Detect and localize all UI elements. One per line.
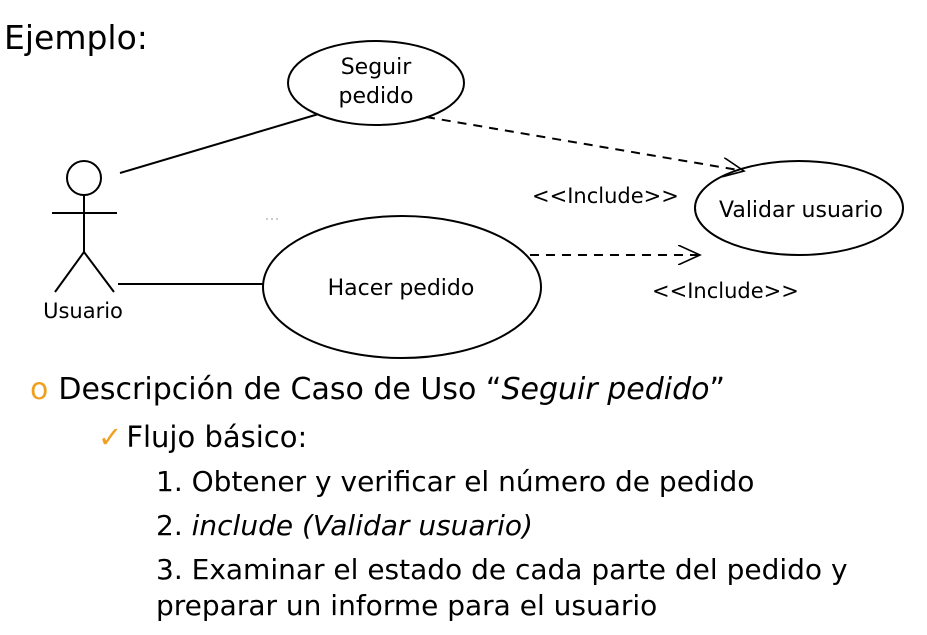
step-2-text: include (Validar usuario) bbox=[191, 509, 533, 542]
step-3-num: 3. bbox=[156, 553, 183, 586]
step-2: 2. include (Validar usuario) bbox=[156, 508, 533, 544]
use-case-seguir-line2: pedido bbox=[338, 84, 413, 109]
actor-right-leg bbox=[83, 251, 115, 293]
step-3: 3. Examinar el estado de cada parte del … bbox=[156, 552, 848, 624]
include-label-2: <<Include>> bbox=[652, 279, 799, 303]
use-case-seguir-line1: Seguir bbox=[341, 55, 413, 80]
step-3-text-continued: preparar un informe para el usuario bbox=[156, 589, 658, 622]
check-icon: ✓ bbox=[98, 420, 123, 454]
description-use-case-name: Seguir pedido bbox=[501, 372, 710, 407]
description-prefix: Descripción de Caso de Uso “ bbox=[58, 372, 502, 407]
association-seguir bbox=[119, 112, 323, 174]
actor-label: Usuario bbox=[43, 299, 123, 323]
actor-left-leg bbox=[54, 251, 85, 293]
step-1: 1. Obtener y verificar el número de pedi… bbox=[156, 464, 754, 500]
flow-heading: ✓Flujo básico: bbox=[98, 420, 307, 454]
step-2-num: 2. bbox=[156, 509, 183, 542]
step-3-text: Examinar el estado de cada parte del ped… bbox=[191, 553, 848, 586]
include-arrow-seguir bbox=[425, 116, 744, 171]
actor-head bbox=[66, 160, 102, 196]
description-bullet: o Descripción de Caso de Uso “Seguir pedi… bbox=[30, 372, 725, 407]
use-case-hacer-label: Hacer pedido bbox=[328, 276, 475, 301]
step-1-text: Obtener y verificar el número de pedido bbox=[191, 465, 755, 498]
use-case-validar-label: Validar usuario bbox=[719, 198, 883, 223]
bullet-marker: o bbox=[30, 372, 49, 407]
use-case-hacer-pedido: Hacer pedido bbox=[262, 215, 542, 359]
use-case-seguir-pedido: Seguir pedido bbox=[287, 40, 465, 126]
include-label-1: <<Include>> bbox=[532, 184, 679, 208]
use-case-validar-usuario: Validar usuario bbox=[694, 160, 904, 256]
use-case-diagram: Usuario Seguir pedido Hacer pedido Valid… bbox=[43, 40, 904, 359]
page-heading: Ejemplo: bbox=[4, 18, 148, 57]
description-suffix: ” bbox=[709, 372, 726, 407]
step-1-num: 1. bbox=[156, 465, 183, 498]
flow-title: Flujo básico: bbox=[126, 420, 308, 454]
actor-usuario: Usuario bbox=[43, 160, 123, 323]
